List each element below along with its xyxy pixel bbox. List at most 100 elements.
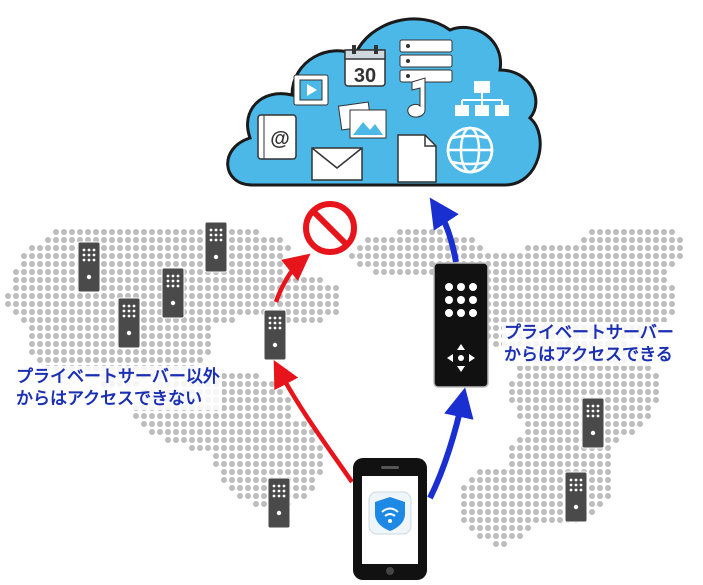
map-dot bbox=[525, 493, 531, 499]
map-dot bbox=[533, 501, 539, 507]
map-dot bbox=[589, 277, 595, 283]
map-dot bbox=[45, 333, 51, 339]
map-dot bbox=[245, 285, 251, 291]
map-dot bbox=[77, 309, 83, 315]
map-dot bbox=[261, 389, 267, 395]
map-dot bbox=[493, 509, 499, 515]
map-dot bbox=[621, 405, 627, 411]
map-dot bbox=[125, 229, 131, 235]
map-dot bbox=[501, 309, 507, 315]
map-dot bbox=[597, 293, 603, 299]
map-dot bbox=[405, 253, 411, 259]
map-dot bbox=[597, 461, 603, 467]
map-dot bbox=[45, 349, 51, 355]
private-server-key bbox=[445, 296, 453, 304]
map-dot bbox=[213, 445, 219, 451]
map-dot bbox=[197, 277, 203, 283]
map-dot bbox=[205, 325, 211, 331]
map-dot bbox=[37, 341, 43, 347]
map-dot bbox=[117, 253, 123, 259]
map-dot bbox=[669, 229, 675, 235]
map-dot bbox=[501, 525, 507, 531]
map-dot bbox=[93, 309, 99, 315]
map-dot bbox=[261, 405, 267, 411]
map-dot bbox=[653, 301, 659, 307]
map-dot bbox=[589, 237, 595, 243]
map-dot bbox=[573, 261, 579, 267]
map-dot bbox=[493, 533, 499, 539]
map-dot bbox=[557, 509, 563, 515]
map-dot bbox=[621, 245, 627, 251]
map-dot bbox=[125, 357, 131, 363]
map-dot bbox=[61, 237, 67, 243]
map-dot bbox=[301, 485, 307, 491]
map-dot bbox=[253, 253, 259, 259]
map-dot bbox=[173, 237, 179, 243]
map-dot bbox=[157, 253, 163, 259]
map-dot bbox=[541, 485, 547, 491]
map-dot bbox=[373, 237, 379, 243]
map-dot bbox=[85, 309, 91, 315]
map-dot bbox=[213, 317, 219, 323]
map-dot bbox=[37, 277, 43, 283]
map-dot bbox=[509, 277, 515, 283]
map-dot bbox=[261, 437, 267, 443]
map-dot bbox=[573, 421, 579, 427]
map-dot bbox=[629, 373, 635, 379]
map-dot bbox=[221, 309, 227, 315]
map-dot bbox=[245, 253, 251, 259]
map-dot bbox=[661, 293, 667, 299]
map-dot bbox=[277, 269, 283, 275]
map-dot bbox=[525, 429, 531, 435]
map-dot bbox=[453, 237, 459, 243]
map-dot bbox=[581, 277, 587, 283]
map-dot bbox=[533, 445, 539, 451]
map-dot bbox=[317, 317, 323, 323]
map-dot bbox=[253, 413, 259, 419]
map-dot bbox=[629, 365, 635, 371]
private-server-key bbox=[445, 283, 453, 291]
map-dot bbox=[237, 437, 243, 443]
map-dot bbox=[45, 341, 51, 347]
map-dot bbox=[269, 253, 275, 259]
map-dot bbox=[533, 429, 539, 435]
map-dot bbox=[661, 245, 667, 251]
map-dot bbox=[37, 245, 43, 251]
map-dot bbox=[573, 453, 579, 459]
map-dot bbox=[541, 501, 547, 507]
map-dot bbox=[85, 349, 91, 355]
map-dot bbox=[509, 517, 515, 523]
map-dot bbox=[605, 261, 611, 267]
map-dot bbox=[637, 285, 643, 291]
map-dot bbox=[165, 229, 171, 235]
map-dot bbox=[245, 453, 251, 459]
map-dot bbox=[589, 373, 595, 379]
map-dot bbox=[141, 317, 147, 323]
map-dot bbox=[549, 421, 555, 427]
map-dot bbox=[613, 237, 619, 243]
map-dot bbox=[229, 429, 235, 435]
map-dot bbox=[573, 429, 579, 435]
map-dot bbox=[381, 245, 387, 251]
map-dot bbox=[613, 229, 619, 235]
map-dot bbox=[69, 309, 75, 315]
map-dot bbox=[109, 309, 115, 315]
map-dot bbox=[5, 293, 11, 299]
map-dot bbox=[557, 285, 563, 291]
map-dot bbox=[77, 349, 83, 355]
map-dot bbox=[621, 381, 627, 387]
map-dot bbox=[525, 301, 531, 307]
map-dot bbox=[533, 277, 539, 283]
map-dot bbox=[45, 357, 51, 363]
map-dot bbox=[597, 485, 603, 491]
map-dot bbox=[197, 437, 203, 443]
map-dot bbox=[629, 261, 635, 267]
map-dot bbox=[605, 269, 611, 275]
map-dot bbox=[157, 341, 163, 347]
map-dot bbox=[165, 237, 171, 243]
map-dot bbox=[517, 461, 523, 467]
map-dot bbox=[253, 229, 259, 235]
map-dot bbox=[237, 245, 243, 251]
map-dot bbox=[493, 261, 499, 267]
